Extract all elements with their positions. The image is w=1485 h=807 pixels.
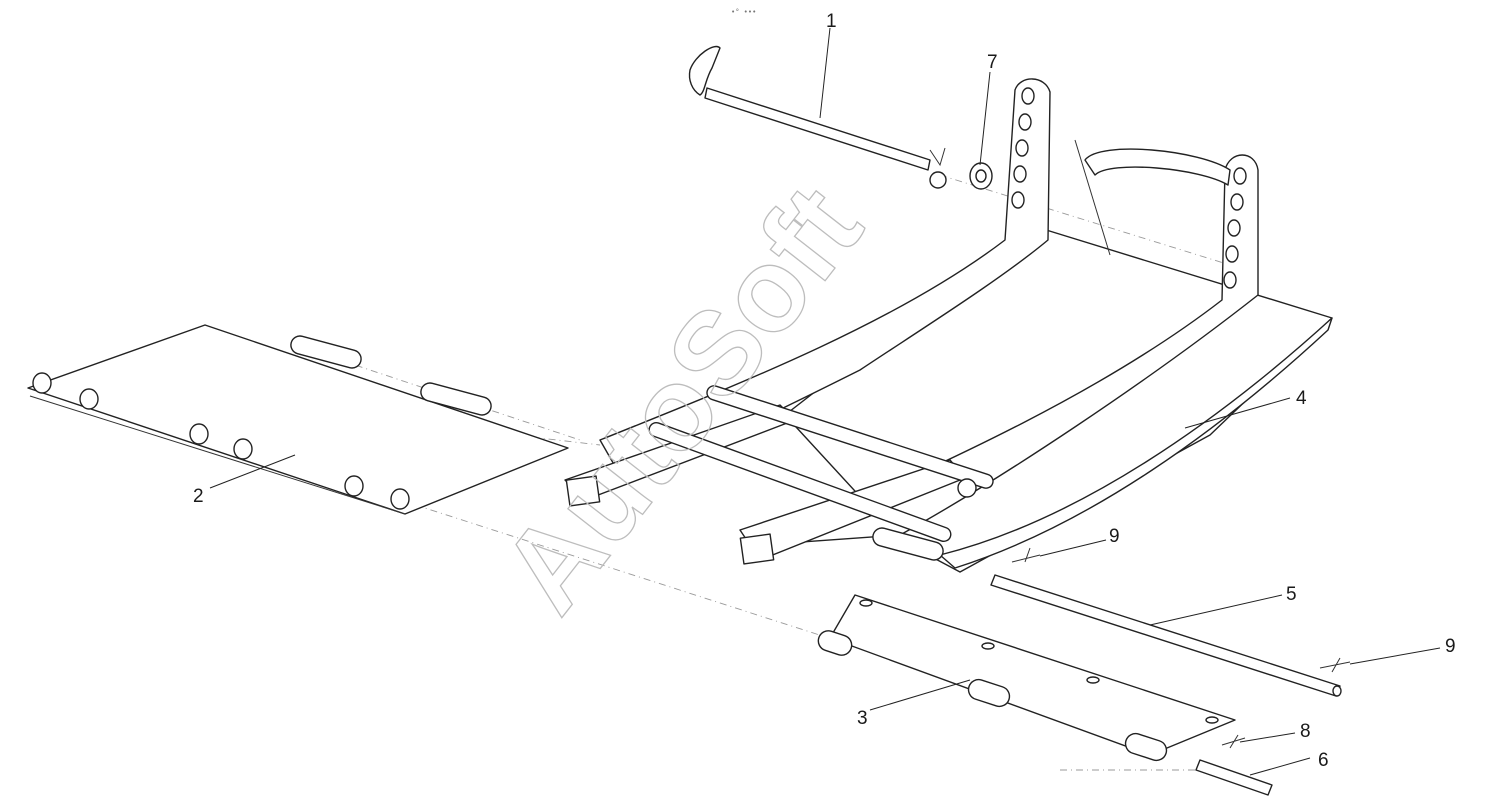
part-8-clip xyxy=(1221,734,1246,749)
bushing xyxy=(344,475,364,497)
leader-9a xyxy=(1039,539,1107,557)
adjust-hole xyxy=(1227,219,1241,237)
pivot-boss xyxy=(957,478,977,498)
assembly-line xyxy=(939,174,1231,266)
part-9-clip-b xyxy=(1319,657,1351,673)
callout-4: 4 xyxy=(1296,388,1307,409)
callout-8: 8 xyxy=(1300,721,1311,742)
bushing xyxy=(189,423,209,445)
rod-end xyxy=(1332,685,1342,697)
pin-handle xyxy=(688,45,721,96)
leader-2 xyxy=(209,454,296,489)
hitch-pin-clip xyxy=(929,147,947,189)
skid-runner xyxy=(939,317,1333,569)
bushing xyxy=(233,438,253,460)
callout-5: 5 xyxy=(1286,584,1297,605)
part-6-short-pin xyxy=(1195,759,1273,796)
bushing xyxy=(967,678,1011,708)
bushing xyxy=(32,372,52,394)
part-1-handle-pin xyxy=(688,45,931,171)
callout-1: 1 xyxy=(826,11,837,32)
bushing xyxy=(420,382,492,416)
plate-hole xyxy=(981,642,995,650)
pin-shaft xyxy=(704,87,931,171)
plate-edge xyxy=(29,395,406,515)
tube-end-left xyxy=(565,475,601,507)
callout-9b: 9 xyxy=(1445,636,1456,657)
adjust-hole xyxy=(1018,113,1032,131)
washer-hole xyxy=(975,169,987,183)
callout-2: 2 xyxy=(193,486,204,507)
adjust-hole xyxy=(1013,165,1027,183)
leader-4 xyxy=(1184,397,1291,429)
callout-3: 3 xyxy=(857,708,868,729)
adjust-hole xyxy=(1021,87,1035,105)
part-7-washer xyxy=(969,162,993,190)
adjust-hole xyxy=(1015,139,1029,157)
gusset-line xyxy=(1074,139,1111,256)
callout-labels: 1 2 3 4 5 6 7 8 9 9 xyxy=(193,11,1456,771)
leader-3 xyxy=(869,679,971,711)
hole-column-right xyxy=(1223,167,1247,289)
plate-hole xyxy=(1205,716,1219,724)
bushing xyxy=(390,488,410,510)
adjust-hole xyxy=(1230,193,1244,211)
tube-end-right xyxy=(739,533,775,565)
callout-6: 6 xyxy=(1318,750,1329,771)
hole-column-left xyxy=(1011,87,1035,209)
leader-6 xyxy=(1249,757,1311,776)
adjust-hole xyxy=(1223,271,1237,289)
plate-hole xyxy=(1086,676,1100,684)
callout-9a: 9 xyxy=(1109,526,1120,547)
adjust-hole xyxy=(1011,191,1025,209)
clip-wire xyxy=(929,147,946,167)
bushing xyxy=(290,335,362,369)
leader-9b xyxy=(1349,647,1441,665)
bushing-row xyxy=(32,335,492,510)
leader-5 xyxy=(1149,594,1283,626)
bushing xyxy=(872,527,944,561)
part-4-main-frame xyxy=(564,78,1333,573)
cross-tube xyxy=(706,385,994,489)
bushing xyxy=(1124,732,1168,762)
back-hoop xyxy=(1084,148,1231,186)
part-9-clip-a xyxy=(1011,547,1041,563)
adjust-hole xyxy=(1225,245,1239,263)
part-3-lower-plate xyxy=(817,594,1236,762)
bushing xyxy=(817,630,853,656)
cross-tube xyxy=(648,421,952,543)
bushing xyxy=(79,388,99,410)
leader-7 xyxy=(979,71,991,166)
assembly-line xyxy=(399,499,836,641)
leader-8 xyxy=(1239,732,1296,743)
adjust-hole xyxy=(1233,167,1247,185)
header-mark: •° ••• xyxy=(731,8,756,16)
clip-loop xyxy=(929,171,947,189)
plate-hole xyxy=(859,599,873,607)
leader-lines xyxy=(209,27,1441,776)
leader-1 xyxy=(819,27,831,119)
part-2-left-plate xyxy=(27,324,569,515)
plate-surface xyxy=(27,324,569,515)
callout-7: 7 xyxy=(987,52,998,73)
